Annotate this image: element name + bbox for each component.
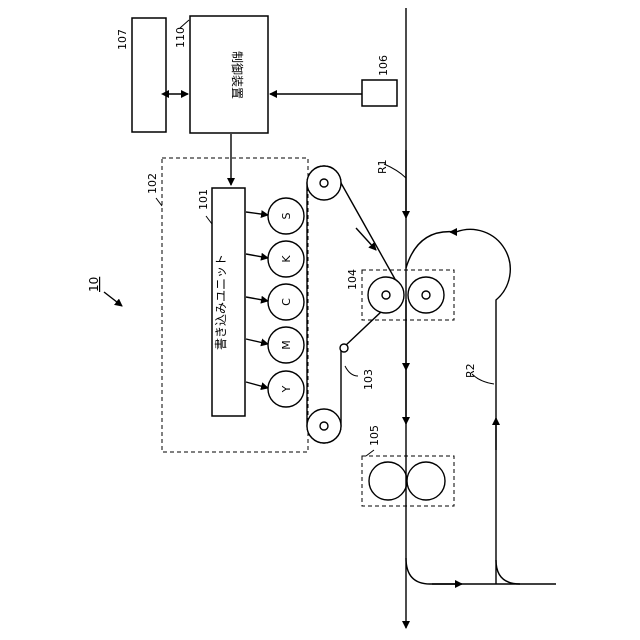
figure-ref-arrow bbox=[104, 292, 122, 306]
writing-unit-ref: 101 bbox=[197, 189, 210, 210]
drum-k-label: K bbox=[280, 255, 293, 263]
drum-m: M bbox=[268, 327, 304, 363]
drum-c-label: C bbox=[280, 298, 293, 306]
controller-title: 制御装置 bbox=[230, 51, 245, 99]
belt-roller-bottom bbox=[307, 409, 341, 443]
figure-ref: 10 bbox=[87, 277, 101, 292]
fixing-roller-left bbox=[369, 462, 407, 500]
fixing-unit-ref: 105 bbox=[368, 425, 381, 446]
drum-s: S bbox=[268, 198, 304, 234]
drum-y: Y bbox=[268, 371, 304, 407]
paper-path-r1-label: R1 bbox=[376, 159, 389, 174]
drum-c: C bbox=[268, 284, 304, 320]
image-forming-section-ref: 102 bbox=[146, 173, 159, 194]
belt-roller-top bbox=[307, 166, 341, 200]
transfer-unit-ref: 104 bbox=[346, 269, 359, 290]
transfer-roller-right bbox=[408, 277, 444, 313]
sensor-box bbox=[362, 80, 397, 106]
transfer-roller-left bbox=[368, 277, 404, 313]
paper-path-r2-label: R2 bbox=[464, 363, 477, 378]
writing-unit-title: 書き込みユニット bbox=[214, 254, 228, 350]
storage-unit bbox=[132, 18, 166, 132]
fixing-roller-right bbox=[407, 462, 445, 500]
drum-s-label: S bbox=[280, 212, 293, 219]
storage-unit-ref: 107 bbox=[116, 29, 129, 50]
controller-box bbox=[190, 16, 268, 133]
drum-k: K bbox=[268, 241, 304, 277]
sensor-ref: 106 bbox=[377, 55, 390, 76]
exposure-arrows bbox=[246, 212, 268, 388]
drum-y-label: Y bbox=[280, 385, 293, 393]
controller-ref: 110 bbox=[174, 27, 187, 48]
transfer-belt-ref: 103 bbox=[362, 369, 375, 390]
drum-m-label: M bbox=[280, 340, 293, 350]
